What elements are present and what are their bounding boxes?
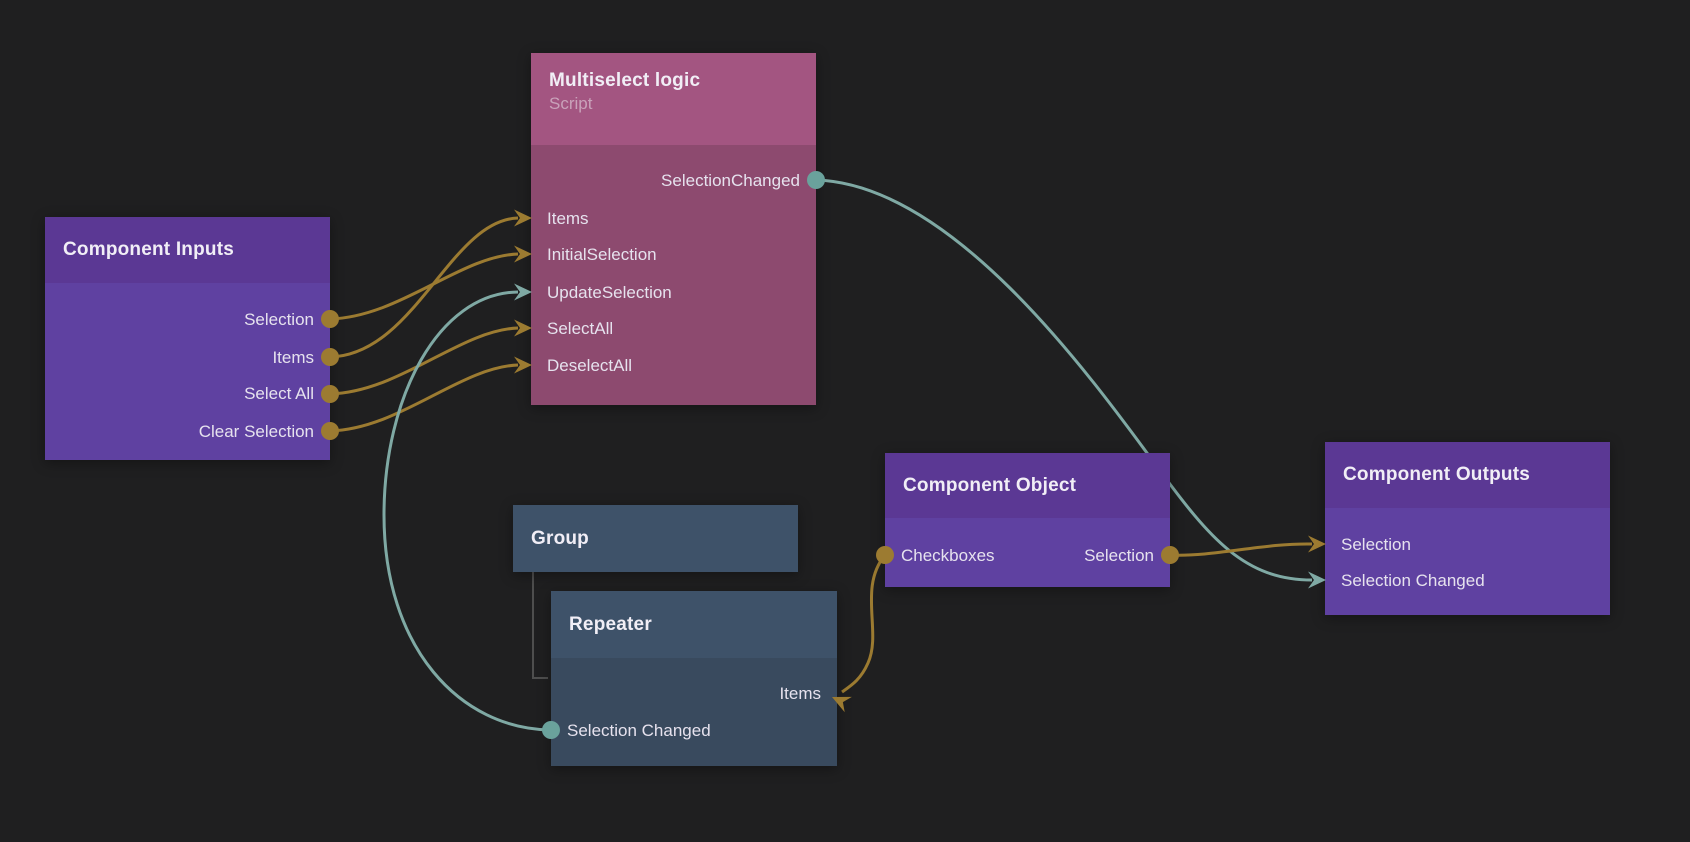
- port-items-input[interactable]: Items: [779, 684, 821, 703]
- node-body: Items Selection Changed: [551, 658, 837, 766]
- port-checkboxes-output[interactable]: Checkboxes: [901, 546, 995, 565]
- wire-objectselection-to-outputselection[interactable]: [1169, 542, 1313, 557]
- wire-selectall-to-selectall[interactable]: [329, 326, 519, 396]
- node-title: Component Inputs: [63, 239, 235, 260]
- port-clearselection-output[interactable]: Clear Selection: [198, 422, 314, 441]
- port-selection-input[interactable]: Selection: [1341, 535, 1411, 554]
- wire-clearselection-to-deselectall[interactable]: [329, 363, 519, 433]
- wire-items-to-items[interactable]: [329, 216, 519, 359]
- node-title: Repeater: [569, 614, 652, 635]
- node-subtitle: Script: [549, 94, 593, 113]
- node-component-outputs[interactable]: Component Outputs Selection Selection Ch…: [1325, 442, 1610, 615]
- port-selection-output[interactable]: Selection: [1084, 546, 1154, 565]
- port-selectionchanged-output[interactable]: Selection Changed: [567, 721, 711, 740]
- port-selectionchanged-input[interactable]: Selection Changed: [1341, 571, 1485, 590]
- port-updateselection-input[interactable]: UpdateSelection: [547, 283, 672, 302]
- node-title: Component Object: [903, 475, 1077, 496]
- port-selectionchanged-output[interactable]: SelectionChanged: [661, 171, 800, 190]
- node-title: Multiselect logic: [549, 70, 701, 91]
- node-body: Selection Selection Changed: [1325, 508, 1610, 615]
- port-selection-output[interactable]: Selection: [244, 310, 314, 329]
- node-component-inputs[interactable]: Component Inputs Selection Items Select …: [45, 217, 330, 460]
- port-selectall-input[interactable]: SelectAll: [547, 319, 614, 338]
- port-items-input[interactable]: Items: [547, 209, 589, 228]
- port-deselectall-input[interactable]: DeselectAll: [547, 356, 633, 375]
- wire-checkboxes-to-repeateritems[interactable]: [841, 554, 887, 694]
- node-title: Component Outputs: [1343, 464, 1531, 485]
- wire-selectionchanged-to-outputs[interactable]: [815, 178, 1313, 582]
- hierarchy-connector-group-repeater: [532, 572, 548, 679]
- node-multiselect-logic[interactable]: Multiselect logic Script SelectionChange…: [531, 53, 816, 405]
- node-group[interactable]: Group: [513, 505, 798, 572]
- node-body: Selection Items Select All Clear Selecti…: [45, 283, 330, 460]
- node-title: Group: [531, 528, 589, 549]
- node-body: Checkboxes Selection: [885, 518, 1170, 587]
- port-row: Checkboxes Selection: [885, 537, 1170, 574]
- port-initialselection-input[interactable]: InitialSelection: [547, 245, 657, 264]
- node-repeater[interactable]: Repeater Items Selection Changed: [551, 591, 837, 766]
- wire-selectionchanged-to-updateselection[interactable]: [382, 290, 552, 732]
- port-selectall-output[interactable]: Select All: [244, 384, 314, 403]
- wire-selection-to-initialselection[interactable]: [329, 252, 519, 321]
- node-component-object[interactable]: Component Object Checkboxes Selection: [885, 453, 1170, 587]
- port-items-output[interactable]: Items: [272, 348, 314, 367]
- node-body: SelectionChanged Items InitialSelection …: [531, 145, 816, 405]
